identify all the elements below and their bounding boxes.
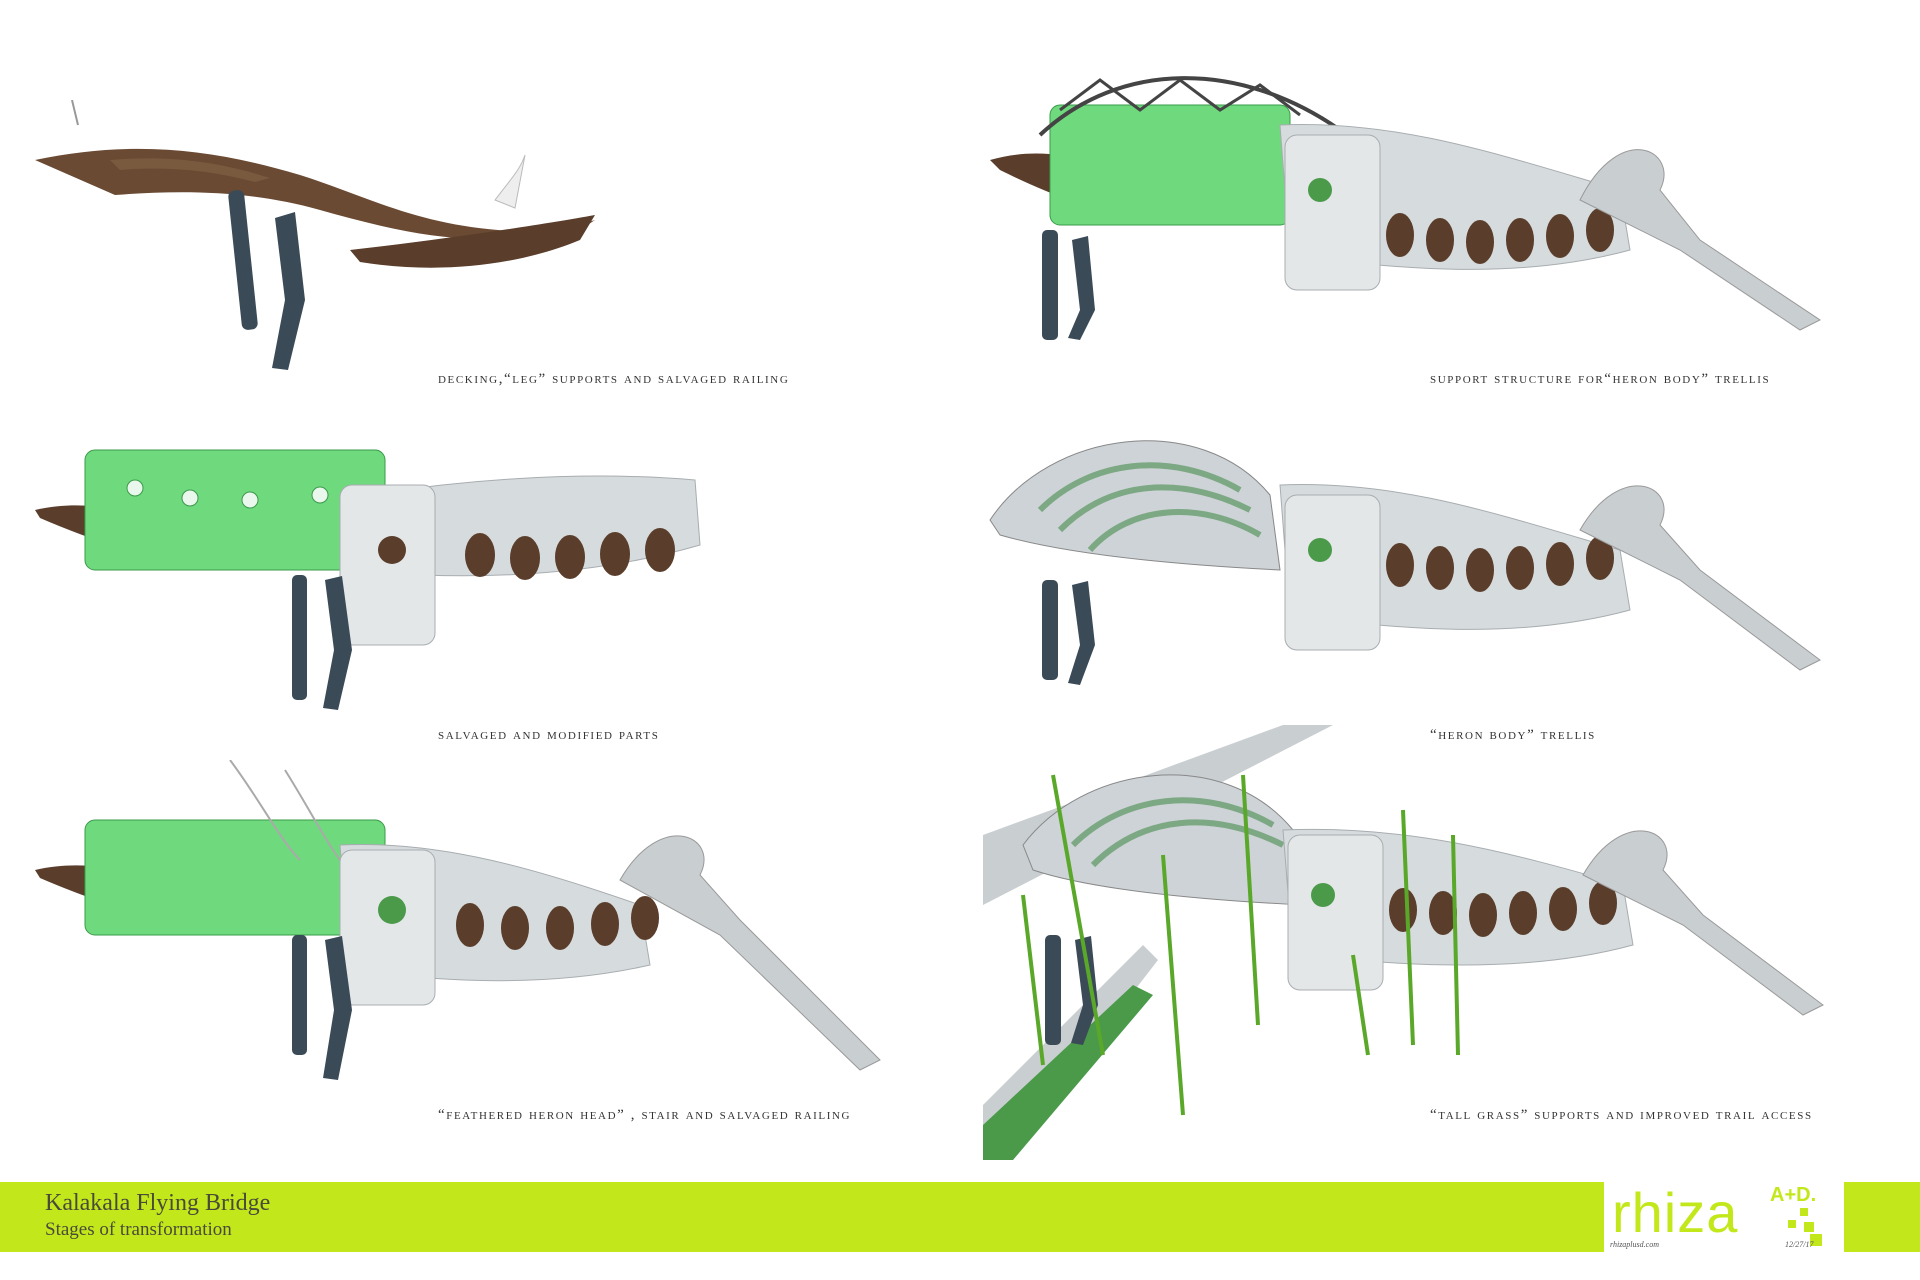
caption-heron-body-trellis: “heron body” trellis	[1430, 727, 1596, 743]
caption-salvaged-parts: salvaged and modified parts	[438, 727, 660, 743]
heron-body-trellis-render	[989, 440, 1821, 685]
panel-decking	[20, 100, 780, 380]
caption-feathered-heron-head: “feathered heron head” , stair and salva…	[438, 1107, 852, 1123]
logo-suffix: A+D.	[1770, 1184, 1817, 1206]
footer-bar	[0, 1182, 1920, 1252]
logo-date: 12/27/17	[1785, 1240, 1814, 1249]
panel-tall-grass	[983, 725, 1863, 1160]
logo-pixel-icon	[1788, 1208, 1822, 1246]
document-subtitle: Stages of transformation	[45, 1219, 232, 1240]
logo-wordmark: rhiza	[1612, 1181, 1739, 1244]
feathered-heron-head-render	[35, 760, 881, 1080]
document-title: Kalakala Flying Bridge	[45, 1190, 271, 1216]
panel-support-structure	[980, 40, 1860, 370]
panel-feathered-heron-head	[20, 760, 900, 1090]
caption-decking: decking,“leg” supports and salvaged rail…	[438, 371, 790, 387]
salvaged-parts-render	[35, 449, 701, 710]
decking-render	[35, 100, 595, 370]
panel-heron-body-trellis	[980, 400, 1860, 720]
logo-url: rhizaplusd.com	[1610, 1240, 1659, 1249]
tall-grass-render	[983, 725, 1824, 1160]
support-structure-render	[990, 76, 1821, 340]
caption-support-structure: support structure for“heron body” trelli…	[1430, 371, 1771, 387]
caption-tall-grass: “tall grass” supports and improved trail…	[1430, 1107, 1813, 1123]
logo-box	[1604, 1182, 1844, 1252]
panel-salvaged-parts	[20, 440, 780, 720]
